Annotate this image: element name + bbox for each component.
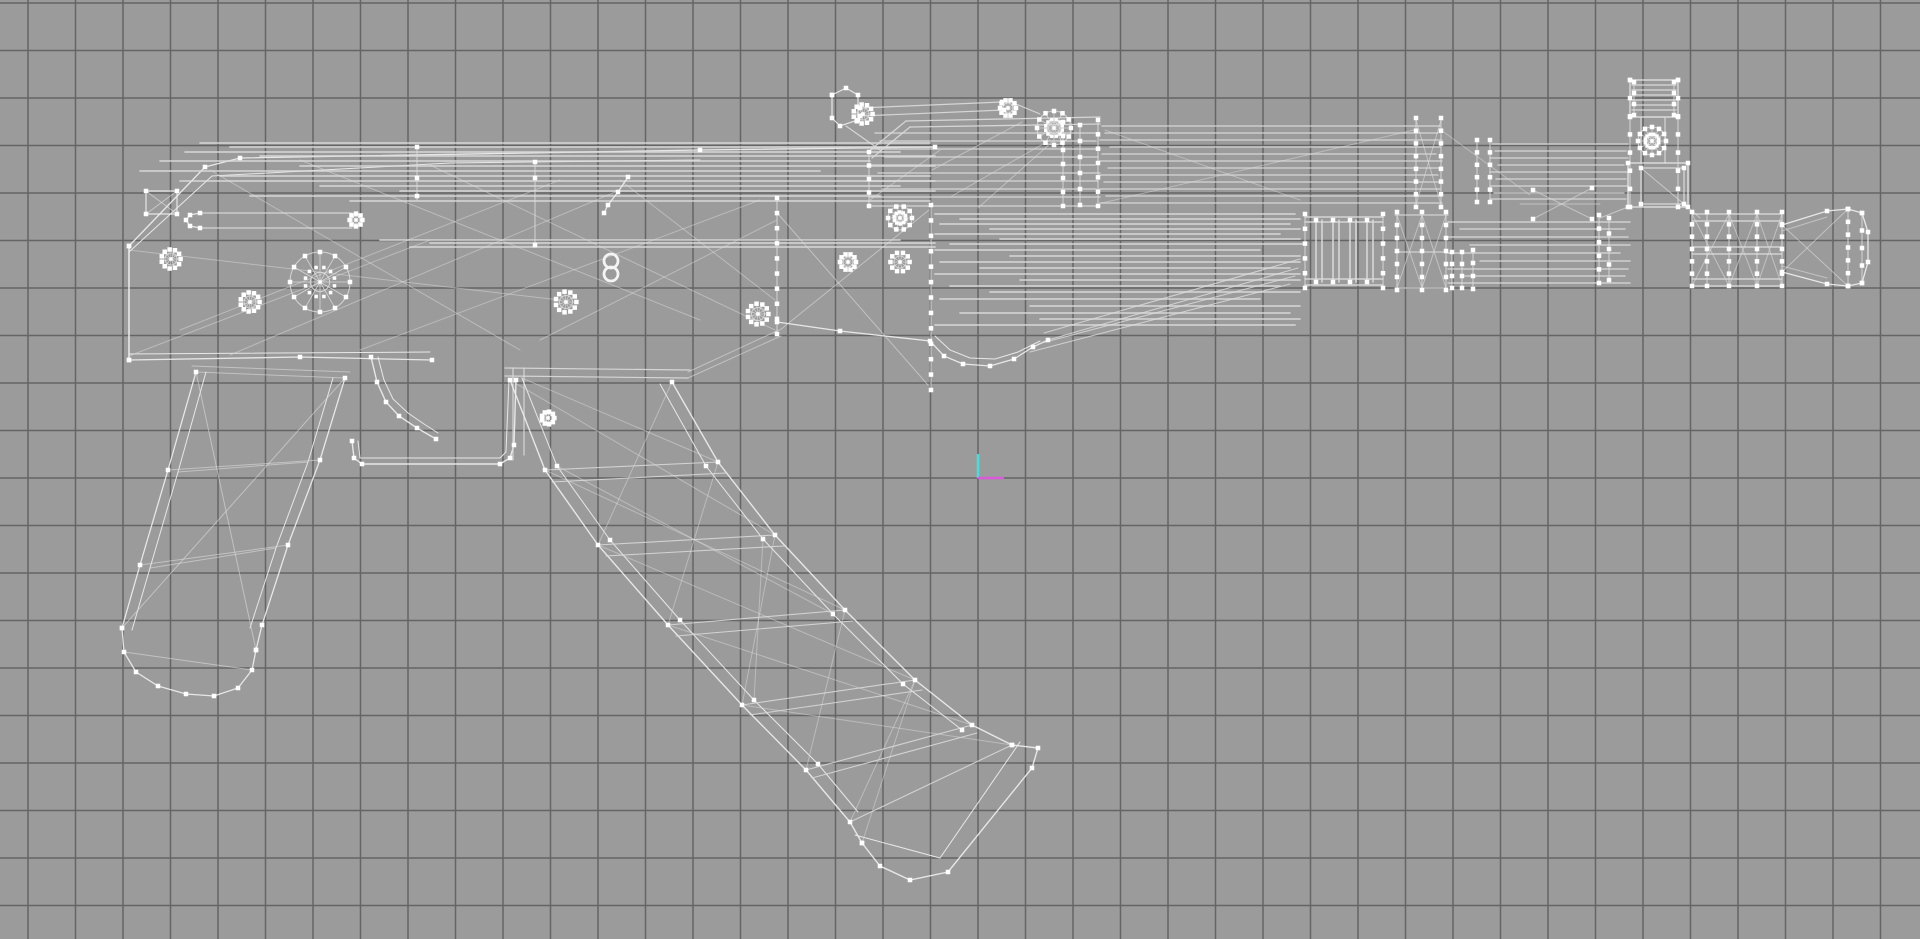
grip-cross-lines — [121, 365, 351, 671]
muzzle-end-cap — [1847, 208, 1869, 287]
grip-back-edge — [121, 371, 197, 629]
wireframe-model[interactable] — [121, 79, 1869, 881]
upper-band-front — [1489, 143, 1629, 200]
trigger-guard — [351, 379, 517, 465]
muzzle-cone-bottom — [1781, 271, 1849, 287]
barrel-band — [934, 213, 1306, 326]
wireframe-vertices — [119, 77, 1871, 883]
underside-swell — [776, 321, 1049, 367]
magazine-front-edge — [509, 379, 863, 844]
barrel-front-band — [1447, 221, 1631, 284]
muzzle-cone-top — [1781, 208, 1849, 226]
dust-cover-lines — [869, 132, 1101, 198]
sight-base-brace — [1519, 187, 1601, 220]
magazine-floor — [861, 744, 1039, 881]
muzzle-braces — [1691, 213, 1783, 287]
grip-front-edge — [255, 377, 346, 651]
trigger — [370, 356, 437, 440]
receiver-top-rail-band — [139, 142, 936, 248]
charging-handle — [603, 176, 629, 214]
magazine-cross-lines — [509, 377, 1013, 844]
receiver-slot — [199, 212, 353, 229]
rear-sight-leaf — [845, 101, 1041, 151]
upper-diagonals — [1101, 129, 1531, 204]
figure-eight-marking — [602, 252, 620, 283]
handguard-ribs — [1304, 216, 1384, 286]
receiver-bottom-edge — [128, 356, 433, 361]
receiver-cross-diagonals — [128, 159, 778, 357]
magazine-ribs — [544, 461, 1013, 823]
origin-axis-marker — [976, 454, 1004, 480]
magazine-top — [504, 367, 691, 379]
